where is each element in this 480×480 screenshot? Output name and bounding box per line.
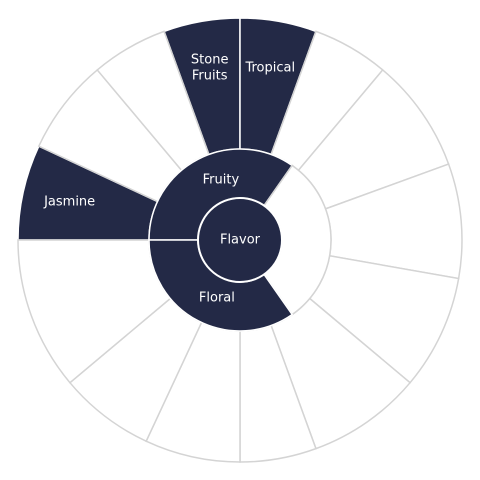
root-group xyxy=(197,197,283,283)
inner-label-floral: Floral xyxy=(199,290,235,305)
outer-label-stone-fruits-line2: Fruits xyxy=(192,69,228,84)
root-node xyxy=(197,197,283,283)
root-label: Flavor xyxy=(220,233,261,248)
inner-ring xyxy=(148,148,332,332)
inner-label-fruity: Fruity xyxy=(203,173,240,188)
outer-label-jasmine: Jasmine xyxy=(43,195,95,210)
outer-label-stone-fruits-line1: Stone xyxy=(191,53,229,68)
outer-label-tropical: Tropical xyxy=(244,61,295,76)
